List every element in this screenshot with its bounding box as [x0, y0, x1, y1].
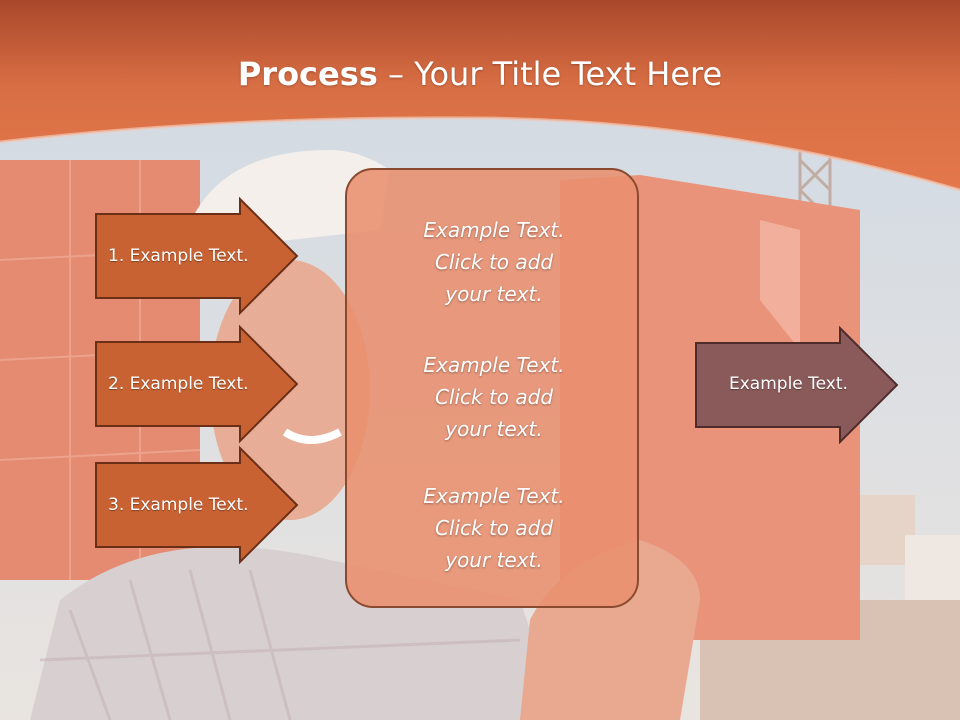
block-3-line-1: Example Text. — [423, 484, 565, 508]
result-arrow-label: Example Text. — [729, 374, 848, 394]
arrow-3-shape[interactable] — [95, 445, 299, 565]
block-1-line-1: Example Text. — [423, 218, 565, 242]
arrow-2-label: 2. Example Text. — [108, 374, 249, 394]
title-band — [0, 0, 960, 192]
block-3-line-3: your text. — [445, 548, 543, 572]
center-text-block-3[interactable]: Example Text. Click to add your text. — [347, 480, 641, 576]
center-text-block-1[interactable]: Example Text. Click to add your text. — [347, 214, 641, 310]
arrow-2-shape[interactable] — [95, 324, 299, 444]
arrow-1-shape[interactable] — [95, 196, 299, 316]
title-rest-part: – Your Title Text Here — [377, 55, 723, 93]
center-text-block-2[interactable]: Example Text. Click to add your text. — [347, 349, 641, 445]
block-3-line-2: Click to add — [434, 516, 554, 540]
block-2-line-1: Example Text. — [423, 353, 565, 377]
block-2-line-3: your text. — [445, 417, 543, 441]
page-title[interactable]: Process – Your Title Text Here — [0, 52, 960, 96]
block-1-line-2: Click to add — [434, 250, 554, 274]
title-bold-part: Process — [237, 55, 378, 93]
block-2-line-2: Click to add — [434, 385, 554, 409]
block-1-line-3: your text. — [445, 282, 543, 306]
center-text-panel[interactable]: Example Text. Click to add your text. Ex… — [345, 168, 639, 608]
arrow-1-label: 1. Example Text. — [108, 246, 249, 266]
result-arrow-shape[interactable] — [695, 325, 899, 445]
arrow-3-label: 3. Example Text. — [108, 495, 249, 515]
